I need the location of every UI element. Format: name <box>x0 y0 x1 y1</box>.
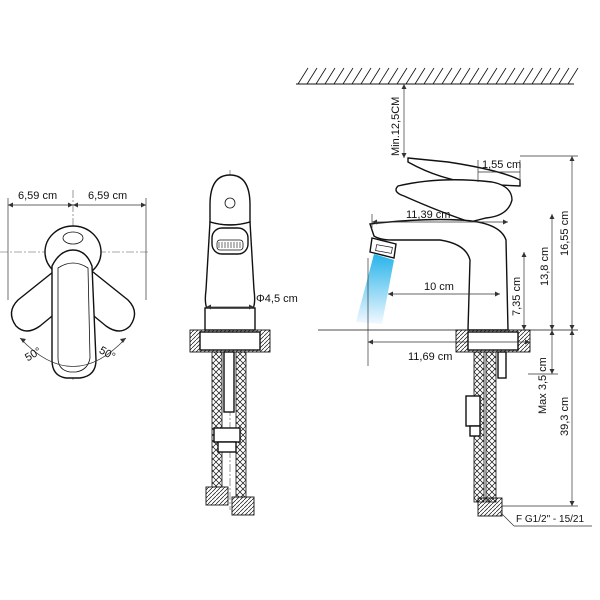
front-base <box>204 307 256 331</box>
ceiling-hatch-mark <box>360 67 372 85</box>
ceiling-hatch-mark <box>306 67 318 85</box>
label-outlet-height: 7,35 cm <box>511 277 523 316</box>
ceiling-hatch-mark <box>297 67 309 85</box>
water-stream <box>356 254 394 324</box>
ceiling-hatch-mark <box>342 67 354 85</box>
side-hose-nut <box>477 497 503 517</box>
ceiling-hatch-mark <box>405 67 417 85</box>
ceiling-hatch-mark <box>459 67 471 85</box>
label-left-reach: 6,59 cm <box>18 190 57 202</box>
handle-main-inner <box>57 262 91 373</box>
side-hose-back <box>485 351 497 503</box>
side-aerator <box>375 244 393 254</box>
side-stud <box>497 351 507 379</box>
angle-arc <box>19 337 127 367</box>
label-angle-right: 50° <box>97 344 117 363</box>
ceiling-hatch-mark <box>450 67 462 85</box>
label-connection-thread: F G1/2" - 15/21 <box>516 514 584 525</box>
label-diameter: Φ4,5 cm <box>256 293 298 305</box>
side-fitting-lower <box>469 425 481 437</box>
ceiling-hatch-mark <box>441 67 453 85</box>
ceiling-hatch-mark <box>378 67 390 85</box>
ceiling-hatch-mark <box>558 67 570 85</box>
front-aerator-grid <box>218 242 241 248</box>
front-aerator <box>216 239 244 251</box>
ceiling-hatch-mark <box>396 67 408 85</box>
dim-arrows-diameter <box>206 304 254 310</box>
ceiling-hatch-mark <box>477 67 489 85</box>
ceiling-hatch-mark <box>315 67 327 85</box>
front-stud <box>223 351 235 413</box>
side-fitting <box>465 395 481 427</box>
side-mounting-nut <box>467 331 519 351</box>
front-handle <box>209 174 251 226</box>
front-hose-right <box>235 351 247 498</box>
label-hose-length: 39,3 cm <box>559 397 571 436</box>
front-hose-nut-right <box>231 496 255 516</box>
label-angle-left: 50° <box>23 345 43 364</box>
side-view: Min.12,5CM 1,55 cm 11,39 cm 10 cm 7,35 c… <box>296 67 592 527</box>
label-handle-width: 1,55 cm <box>482 159 521 171</box>
ceiling-hatch-mark <box>414 67 426 85</box>
label-stream-offset: 10 cm <box>424 281 454 293</box>
ceiling-hatch-mark <box>504 67 516 85</box>
label-total-height: 16,55 cm <box>559 211 571 256</box>
dim-arrows-max-counter <box>549 330 555 374</box>
label-base-outlet: 11,69 cm <box>408 351 452 363</box>
ceiling-hatch-mark <box>432 67 444 85</box>
label-spout-length: 11,39 cm <box>406 209 450 221</box>
label-max-counter: Max 3,5 cm <box>537 357 549 414</box>
ceiling-hatch-mark <box>333 67 345 85</box>
ceiling-hatch <box>297 67 579 85</box>
dim-arrows <box>8 202 146 208</box>
ceiling-hatch-mark <box>540 67 552 85</box>
front-mounting-nut <box>199 331 261 351</box>
ceiling-hatch-mark <box>531 67 543 85</box>
front-hose-nut-left <box>205 486 229 506</box>
front-logo <box>224 197 236 209</box>
body-cap <box>62 231 84 245</box>
handle-main <box>51 249 97 379</box>
ceiling-hatch-mark <box>468 67 480 85</box>
ceiling-hatch-mark <box>495 67 507 85</box>
ceiling-hatch-mark <box>369 67 381 85</box>
ceiling-hatch-mark <box>351 67 363 85</box>
ceiling-hatch-mark <box>387 67 399 85</box>
ceiling-hatch-mark <box>486 67 498 85</box>
side-handle-lever <box>407 157 521 187</box>
ceiling-hatch-mark <box>549 67 561 85</box>
side-handle-body <box>395 179 513 223</box>
front-hose-left <box>211 351 223 488</box>
callout-line-thread <box>499 511 515 527</box>
ceiling-hatch-mark <box>324 67 336 85</box>
ceiling-hatch-mark <box>423 67 435 85</box>
front-fitting-lower <box>217 441 237 453</box>
front-view: Φ4,5 cm <box>189 170 298 516</box>
label-min-ceiling: Min.12,5CM <box>390 97 402 156</box>
ceiling-hatch-mark <box>567 67 579 85</box>
label-right-reach: 6,59 cm <box>88 190 127 202</box>
label-spout-height: 13,8 cm <box>539 247 551 286</box>
ceiling-hatch-mark <box>513 67 525 85</box>
front-fitting <box>213 427 241 443</box>
ceiling-hatch-mark <box>522 67 534 85</box>
top-view: 6,59 cm 6,59 cm 50° 50° <box>0 190 150 380</box>
